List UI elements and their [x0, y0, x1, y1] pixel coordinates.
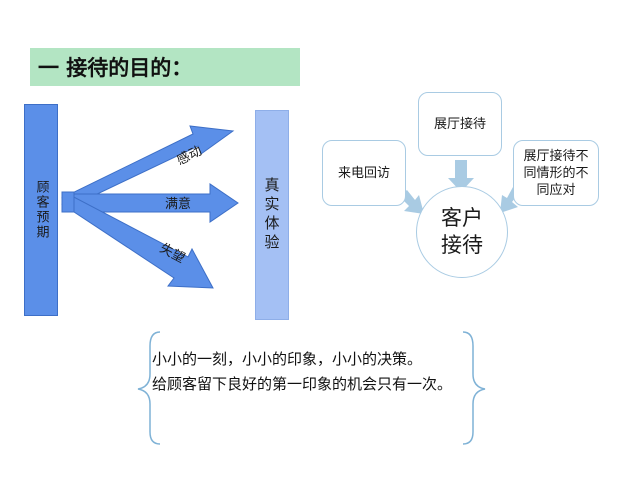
experience-label: 真实体验: [262, 177, 281, 253]
brace-right: [462, 331, 486, 445]
node-showroom-reception-label: 展厅接待: [433, 116, 486, 132]
arrow-disappointed: [61, 194, 214, 289]
center-line1: 客户: [441, 206, 483, 230]
center-line2: 接待: [441, 233, 483, 257]
node-showroom-reception: 展厅接待: [418, 92, 502, 156]
node-situational-line3: 同应对: [536, 182, 576, 198]
brace-left: [137, 331, 161, 445]
experience-bar: 真实体验: [255, 110, 289, 320]
node-callback-label: 来电回访: [337, 165, 390, 181]
node-callback: 来电回访: [322, 140, 406, 206]
page-title: 一 接待的目的：: [38, 56, 193, 80]
connector-top: [448, 160, 474, 192]
quote-block: 小小的一刻，小小的印象，小小的决策。 给顾客留下良好的第一印象的机会只有一次。: [152, 347, 472, 397]
quote-line1: 小小的一刻，小小的印象，小小的决策。: [152, 350, 423, 368]
node-customer-reception: 客户 接待: [416, 186, 508, 278]
quote-line2: 给顾客留下良好的第一印象的机会只有一次。: [152, 375, 453, 393]
arrow-base: [61, 191, 75, 213]
node-situational-line2: 同情形的不: [523, 165, 589, 181]
node-situational-line1: 展厅接待不: [523, 148, 589, 164]
title-banner: 一 接待的目的：: [30, 48, 300, 86]
expectation-bar: 顾客预期: [24, 104, 58, 316]
arrow-label-satisfied: 满意: [165, 196, 191, 212]
node-situational-response: 展厅接待不 同情形的不 同应对: [513, 140, 599, 206]
expectation-label: 顾客预期: [33, 180, 49, 240]
